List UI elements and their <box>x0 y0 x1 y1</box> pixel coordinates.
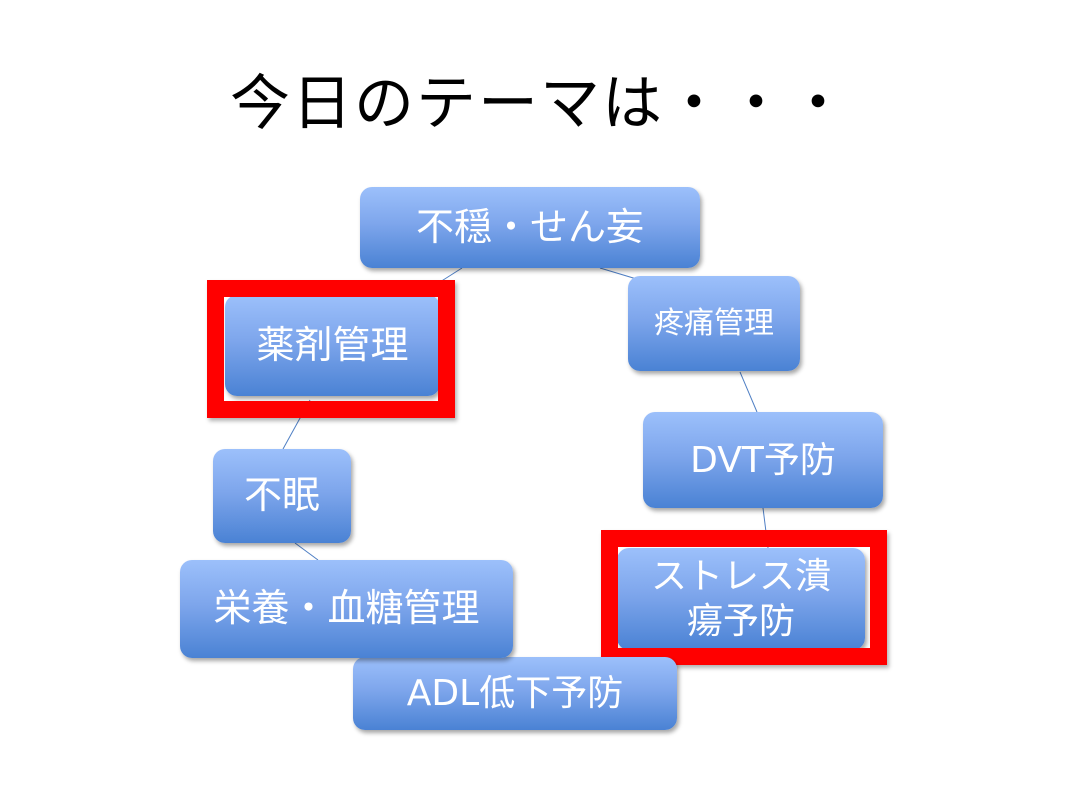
node-label: DVT予防 <box>690 439 836 481</box>
node-label: 不穏・せん妄 <box>415 204 644 249</box>
node-label: 疼痛管理 <box>654 305 774 341</box>
node-dvt: DVT予防 <box>643 412 883 508</box>
connector <box>439 267 463 283</box>
node-label: 薬剤管理 <box>256 322 409 367</box>
node-label: ストレス潰瘍予防 <box>650 556 831 642</box>
connector <box>739 371 758 413</box>
node-pain: 疼痛管理 <box>628 276 800 371</box>
node-insomnia: 不眠 <box>213 449 351 543</box>
node-label: ADL低下予防 <box>406 673 624 714</box>
node-stress-ulcer: ストレス潰瘍予防 <box>617 548 865 650</box>
highlight-frame-stress-ulcer <box>601 530 887 665</box>
highlight-frame-medication <box>207 280 455 418</box>
node-label: 栄養・血糖管理 <box>213 586 480 631</box>
node-nutrition: 栄養・血糖管理 <box>180 560 513 658</box>
node-adl: ADL低下予防 <box>353 657 677 730</box>
node-restlessness: 不穏・せん妄 <box>360 187 700 268</box>
connector <box>294 542 319 561</box>
node-label: 不眠 <box>243 473 320 518</box>
slide-title: 今日のテーマは・・・ <box>230 69 850 139</box>
node-medication: 薬剤管理 <box>225 295 440 396</box>
